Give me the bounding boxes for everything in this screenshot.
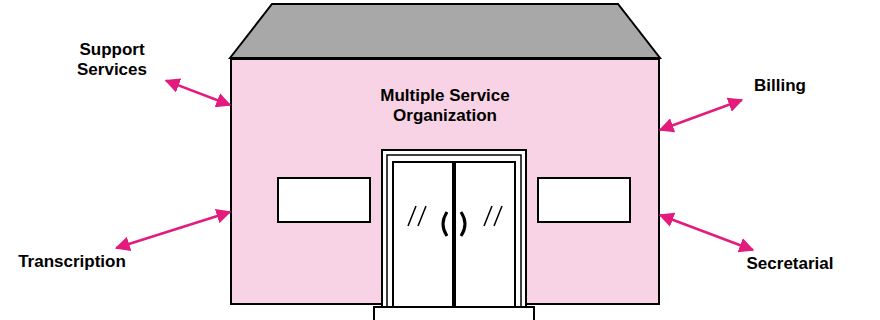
service-name: Support Services: [62, 40, 162, 80]
service-label: Support Services: [62, 40, 162, 80]
double-arrow: [116, 212, 230, 248]
double-arrow: [660, 215, 753, 250]
service-name: Secretarial: [734, 254, 846, 274]
organization-name: Multiple Service Organization: [335, 86, 555, 126]
service-label: Secretarial: [734, 254, 846, 274]
service-label: Transcription: [4, 252, 140, 272]
double-arrow: [166, 81, 230, 105]
roof: [230, 4, 660, 58]
organization-building: Multiple Service Organization: [230, 58, 660, 305]
service-label: Billing: [740, 76, 820, 96]
service-name: Billing: [740, 76, 820, 96]
service-name: Transcription: [4, 252, 140, 272]
double-arrow: [660, 100, 742, 130]
entrance-step: [374, 307, 534, 320]
